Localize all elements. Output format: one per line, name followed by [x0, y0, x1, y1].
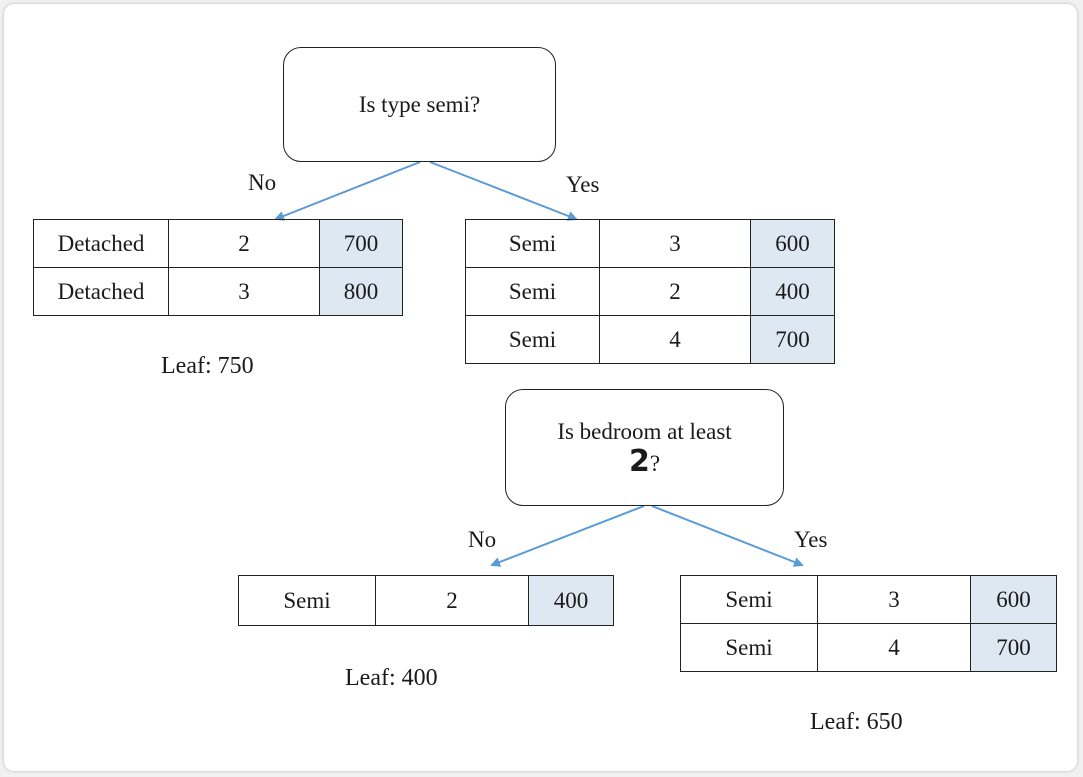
type-cell: Semi [465, 315, 600, 364]
price-cell: 700 [970, 623, 1057, 672]
second-question-line1: Is bedroom at least [557, 418, 732, 444]
type-cell: Semi [465, 267, 600, 316]
price-cell: 700 [319, 219, 403, 268]
leaf-second-yes: Leaf: 650 [810, 709, 903, 735]
root-decision-node: Is type semi? [283, 47, 556, 162]
second-question-line2: 2? [628, 443, 661, 479]
leaf-root-no: Leaf: 750 [161, 353, 254, 379]
price-cell: 400 [750, 267, 835, 316]
type-cell: Semi [465, 219, 600, 268]
bedroom-cell: 3 [817, 575, 971, 624]
table-row: Semi 2 400 [238, 575, 614, 626]
edge-root-yes [429, 161, 578, 221]
table-row: Semi 4 700 [680, 623, 1057, 672]
leaf-second-no: Leaf: 400 [345, 665, 438, 691]
root-no-label: No [248, 170, 277, 195]
root-yes-label: Yes [566, 172, 600, 197]
question-mark: ? [649, 450, 661, 476]
bedroom-cell: 2 [599, 267, 751, 316]
type-cell: Semi [680, 623, 818, 672]
second-decision-node: Is bedroom at least 2? [505, 389, 784, 506]
table-row: Semi 3 600 [680, 575, 1057, 624]
type-cell: Semi [238, 575, 376, 626]
table-row: Detached 3 800 [33, 267, 403, 316]
type-cell: Semi [680, 575, 818, 624]
type-cell: Detached [33, 267, 169, 316]
table-row: Detached 2 700 [33, 219, 403, 268]
bedroom-cell: 2 [168, 219, 320, 268]
price-cell: 600 [750, 219, 835, 268]
root-question: Is type semi? [358, 91, 481, 117]
price-cell: 600 [970, 575, 1057, 624]
edge-second-yes [651, 505, 804, 567]
bedroom-cell: 2 [375, 575, 529, 626]
table-row: Semi 4 700 [465, 315, 835, 364]
edge-second-no [490, 505, 645, 567]
second-no-label: No [468, 527, 497, 552]
price-cell: 800 [319, 267, 403, 316]
bedroom-cell: 3 [599, 219, 751, 268]
root-yes-table: Semi 3 600 Semi 2 400 Semi 4 700 [465, 219, 835, 364]
bedroom-cell: 4 [817, 623, 971, 672]
second-no-table: Semi 2 400 [238, 575, 614, 626]
second-yes-label: Yes [794, 527, 828, 552]
table-row: Semi 2 400 [465, 267, 835, 316]
second-yes-table: Semi 3 600 Semi 4 700 [680, 575, 1057, 672]
edge-root-no [274, 161, 421, 221]
bedroom-cell: 3 [168, 267, 320, 316]
price-cell: 400 [528, 575, 614, 626]
table-row: Semi 3 600 [465, 219, 835, 268]
price-cell: 700 [750, 315, 835, 364]
threshold-value: 2 [628, 443, 650, 479]
root-no-table: Detached 2 700 Detached 3 800 [33, 219, 403, 316]
type-cell: Detached [33, 219, 169, 268]
bedroom-cell: 4 [599, 315, 751, 364]
